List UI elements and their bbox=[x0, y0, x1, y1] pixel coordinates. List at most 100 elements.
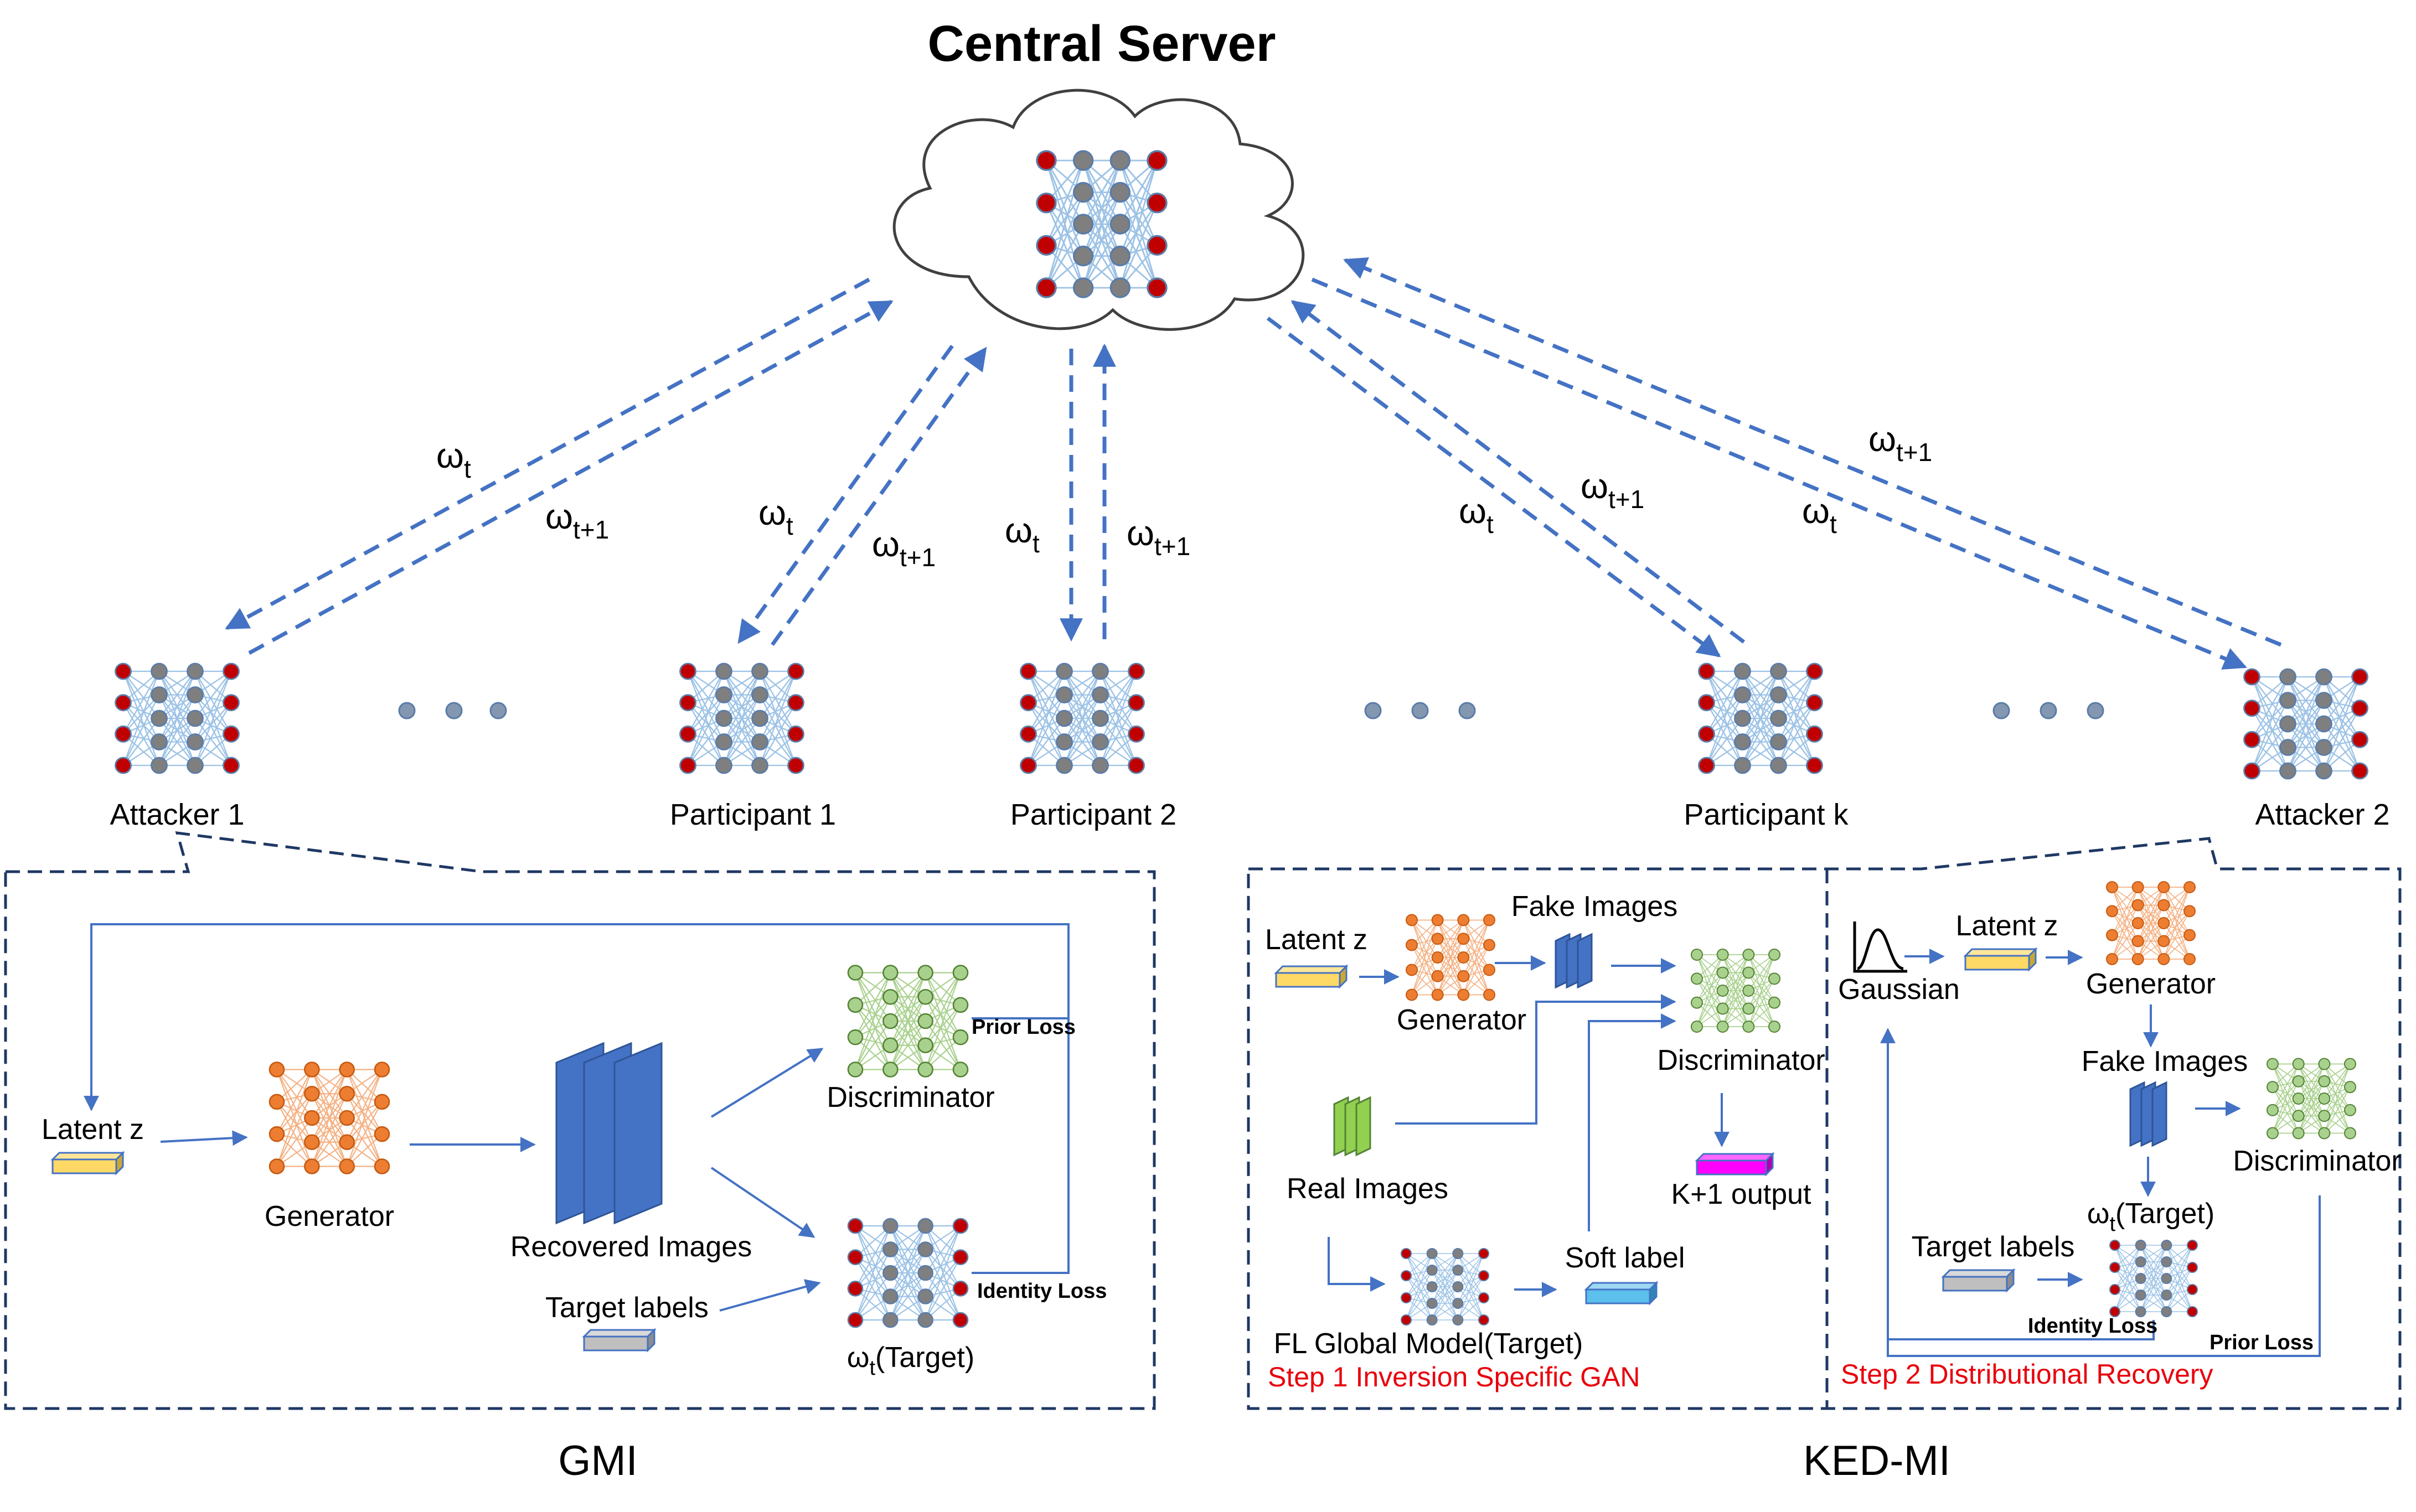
network-edge bbox=[1463, 920, 1490, 995]
network-node bbox=[2351, 668, 2368, 686]
network-edge bbox=[122, 671, 160, 766]
network-edge bbox=[1457, 1253, 1484, 1276]
network-edge bbox=[1696, 954, 1723, 991]
network-edge bbox=[1722, 954, 1749, 1009]
network-node bbox=[1806, 757, 1823, 774]
participant2-network-icon bbox=[1020, 662, 1145, 774]
network-edge bbox=[1457, 1253, 1484, 1321]
s2-target-network-icon bbox=[2109, 1240, 2198, 1317]
network-edge bbox=[1748, 954, 1775, 1027]
network-edge bbox=[2166, 1278, 2193, 1312]
network-node bbox=[1770, 710, 1787, 727]
attacker1-label: Attacker 1 bbox=[110, 798, 244, 831]
network-node bbox=[304, 1085, 320, 1102]
network-edge bbox=[1778, 718, 1815, 766]
gmi-generator-label: Generator bbox=[265, 1200, 394, 1233]
network-edge bbox=[1778, 702, 1815, 743]
network-edge bbox=[2137, 923, 2165, 960]
network-node bbox=[187, 733, 204, 750]
network-edge bbox=[723, 718, 761, 766]
network-edge bbox=[855, 1225, 891, 1289]
network-node bbox=[1768, 996, 1780, 1009]
network-node bbox=[917, 1241, 933, 1257]
network-edge bbox=[2112, 910, 2139, 942]
network-node bbox=[2109, 1306, 2120, 1317]
network-node bbox=[1483, 964, 1495, 976]
network-edge bbox=[1064, 671, 1101, 743]
network-edge bbox=[1722, 990, 1749, 1027]
network-node bbox=[1691, 949, 1703, 961]
network-node bbox=[1806, 694, 1823, 712]
network-edge bbox=[2298, 1081, 2325, 1133]
wt1-label-attacker2: ωt+1 bbox=[1868, 419, 1932, 467]
network-edge bbox=[2114, 1245, 2141, 1312]
network-node bbox=[1431, 970, 1444, 982]
network-edge bbox=[2112, 905, 2139, 960]
network-edge bbox=[2163, 923, 2190, 960]
arrow-server-to-attacker2 bbox=[1311, 277, 2247, 670]
s2-latent-label: Latent z bbox=[1955, 910, 2058, 942]
network-edge bbox=[759, 702, 797, 743]
network-edge bbox=[1411, 938, 1438, 971]
network-node bbox=[1452, 1281, 1464, 1292]
network-edge bbox=[1696, 954, 1723, 1027]
network-edge bbox=[1082, 160, 1121, 288]
network-edge bbox=[2112, 887, 2139, 924]
s2-discriminator-label: Discriminator bbox=[2233, 1145, 2400, 1177]
network-edge bbox=[1742, 671, 1779, 743]
network-node bbox=[2279, 715, 2296, 733]
network-node bbox=[1431, 988, 1444, 1001]
network-node bbox=[2187, 1306, 2198, 1317]
network-edge bbox=[1406, 1253, 1433, 1321]
network-node bbox=[715, 710, 732, 727]
network-edge bbox=[1706, 694, 1743, 735]
s1-fake-images-label: Fake Images bbox=[1511, 890, 1678, 923]
network-edge bbox=[1028, 671, 1065, 766]
network-node bbox=[882, 1288, 899, 1304]
network-edge bbox=[2112, 904, 2139, 936]
network-node bbox=[2318, 1127, 2331, 1140]
network-edge bbox=[723, 671, 761, 719]
network-edge bbox=[1045, 202, 1084, 257]
network-node bbox=[1806, 725, 1823, 743]
network-edge bbox=[925, 1225, 961, 1289]
network-edge bbox=[2272, 1081, 2299, 1133]
network-node bbox=[1716, 949, 1729, 961]
network-node bbox=[269, 1061, 285, 1078]
network-edge bbox=[122, 694, 160, 766]
s1-fake-images-icon bbox=[1555, 933, 1593, 989]
network-node bbox=[917, 1265, 933, 1281]
network-node bbox=[882, 1241, 899, 1257]
network-node bbox=[847, 1249, 864, 1265]
network-edge bbox=[925, 972, 962, 1070]
network-edge bbox=[2140, 1261, 2167, 1312]
network-edge bbox=[1411, 920, 1438, 995]
network-edge bbox=[723, 671, 761, 743]
s1-k1-output-icon bbox=[1695, 1152, 1775, 1177]
network-node bbox=[917, 1312, 933, 1328]
network-node bbox=[1742, 949, 1755, 961]
network-edge bbox=[854, 972, 891, 1070]
network-edge bbox=[1463, 944, 1490, 977]
network-edge bbox=[1082, 191, 1121, 288]
network-node bbox=[1483, 939, 1495, 951]
network-edge bbox=[1748, 954, 1775, 1009]
network-edge bbox=[2287, 723, 2325, 771]
network-node bbox=[151, 733, 168, 750]
network-edge bbox=[1457, 1275, 1484, 1321]
network-node bbox=[1128, 725, 1145, 743]
network-edge bbox=[855, 1225, 891, 1297]
network-node bbox=[223, 694, 240, 712]
network-edge bbox=[1064, 671, 1101, 766]
network-edge bbox=[1457, 1253, 1484, 1298]
network-edge bbox=[1406, 1275, 1433, 1321]
network-edge bbox=[1432, 1253, 1458, 1304]
network-node bbox=[2344, 1104, 2356, 1116]
network-node bbox=[1698, 662, 1715, 680]
network-edge bbox=[1411, 920, 1438, 977]
network-node bbox=[2131, 881, 2144, 893]
network-edge bbox=[276, 1069, 313, 1135]
gmi-arrow-labels-target bbox=[719, 1279, 821, 1312]
network-edge bbox=[855, 972, 891, 1038]
network-edge bbox=[1778, 671, 1815, 766]
